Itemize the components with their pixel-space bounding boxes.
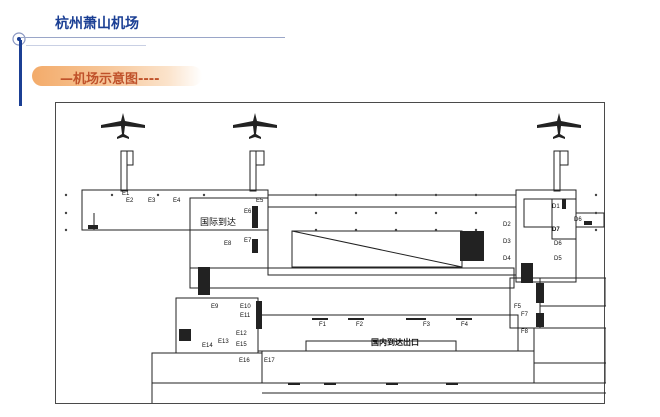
gate-label: E17	[264, 358, 275, 364]
gate-label: E14	[202, 343, 213, 349]
gate-counters	[288, 318, 472, 385]
gate-label: F1	[319, 322, 327, 328]
gate-label: E1	[122, 191, 130, 197]
gate-label-highlighted: E11	[240, 313, 251, 319]
airplane-icon	[101, 113, 145, 139]
stair-blocks	[88, 199, 592, 341]
header-rule-secondary	[26, 45, 146, 46]
gate-label: F5	[514, 304, 522, 310]
subtitle-banner	[32, 66, 202, 86]
gate-label: D5	[554, 256, 562, 262]
gate-label: E6	[244, 209, 252, 215]
gate-label: D4	[503, 256, 511, 262]
airport-map: E1 E2 E3 E4 E5 E6 E7 E8 E9 E10 E11 E12 E…	[55, 102, 606, 404]
international-arrivals-label: 国际到达	[200, 216, 236, 227]
header-rule	[20, 37, 285, 38]
page-title: 杭州萧山机场	[55, 16, 139, 32]
gate-label: D7	[552, 227, 560, 233]
gate-label: E12	[236, 331, 247, 337]
header-side-bar	[19, 40, 22, 106]
page-subtitle: —机场示意图----	[60, 72, 160, 87]
gate-label: E10	[240, 304, 251, 310]
gate-label: F7	[521, 312, 529, 318]
gate-label: D6	[574, 217, 582, 223]
airplane-icon	[537, 113, 581, 139]
gate-label: D2	[503, 222, 511, 228]
gate-label: D1	[552, 204, 560, 210]
gate-label: E16	[239, 358, 250, 364]
airport-map-drawing: E1 E2 E3 E4 E5 E6 E7 E8 E9 E10 E11 E12 E…	[64, 113, 606, 403]
airplane-icon	[233, 113, 277, 139]
gate-label: F2	[356, 322, 364, 328]
gate-label: E3	[148, 198, 156, 204]
gate-label: F4	[461, 322, 469, 328]
gate-label: E13	[218, 339, 229, 345]
gate-label: E8	[224, 241, 232, 247]
gate-labels: E1 E2 E3 E4 E5 E6 E7 E8 E9 E10 E11 E12 E…	[122, 191, 582, 364]
gate-label: E15	[236, 342, 247, 348]
gate-label: F8	[521, 329, 529, 335]
gate-label: F3	[423, 322, 431, 328]
domestic-arrivals-exit-label: 国内到达出口	[371, 337, 419, 347]
gate-label: E9	[211, 304, 219, 310]
pillar-markers	[64, 193, 598, 232]
gate-label: D6	[554, 241, 562, 247]
gate-label: E4	[173, 198, 181, 204]
gate-label: E2	[126, 198, 134, 204]
gate-label: D3	[503, 239, 511, 245]
gate-label: E7	[244, 238, 252, 244]
gate-label: E5	[256, 198, 264, 204]
